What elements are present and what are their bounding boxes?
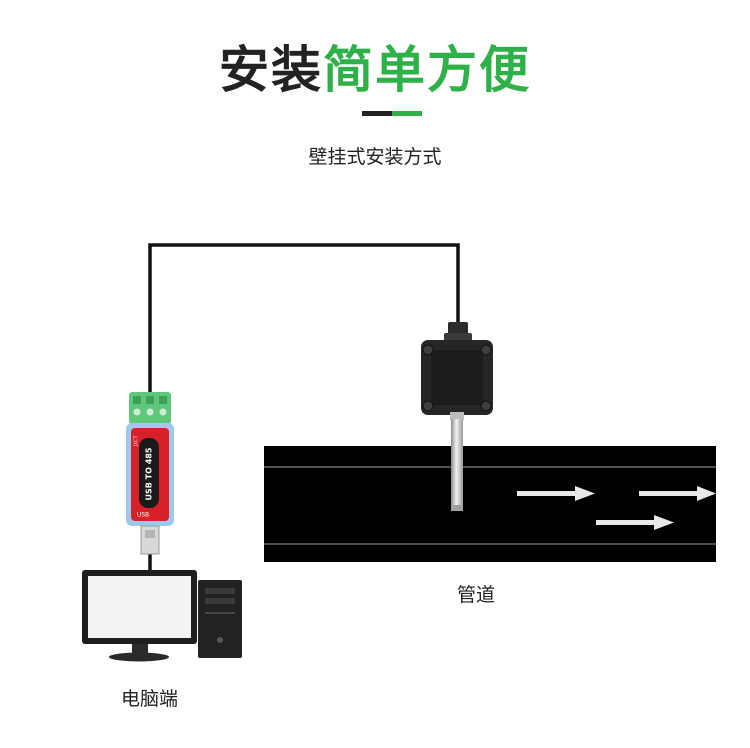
- flow-arrow-2: [639, 486, 716, 501]
- cable-gland: [448, 322, 468, 336]
- page-title: 安装简单方便: [0, 30, 750, 102]
- monitor-stand: [109, 652, 169, 662]
- flow-arrow-3: [596, 515, 674, 530]
- pipe-body: [264, 446, 716, 562]
- sensor-probe: [451, 419, 463, 509]
- pipe-label: 管道: [457, 584, 496, 606]
- converter-text-main: USB TO 485: [145, 447, 154, 500]
- converter-text-brand: JXCT: [134, 435, 140, 448]
- divider-dark-segment: [362, 111, 392, 116]
- page-subtitle: 壁挂式安装方式: [308, 146, 442, 168]
- computer: [82, 570, 242, 662]
- pipe: [264, 446, 716, 562]
- converter-text-usb: USB: [137, 512, 149, 519]
- computer-label: 电脑端: [121, 688, 179, 710]
- usb-485-converter: USB TO 485 JXCT USB: [126, 392, 174, 555]
- divider-green-segment: [392, 111, 422, 116]
- connection-cable: [148, 243, 460, 395]
- title-green-part: 简单方便: [323, 41, 531, 99]
- title-dark-part: 安装: [219, 41, 323, 99]
- title-divider: [362, 111, 422, 116]
- wall-mounted-sensor: [421, 322, 493, 511]
- monitor-screen: [88, 576, 191, 638]
- flow-arrow-1: [517, 486, 595, 501]
